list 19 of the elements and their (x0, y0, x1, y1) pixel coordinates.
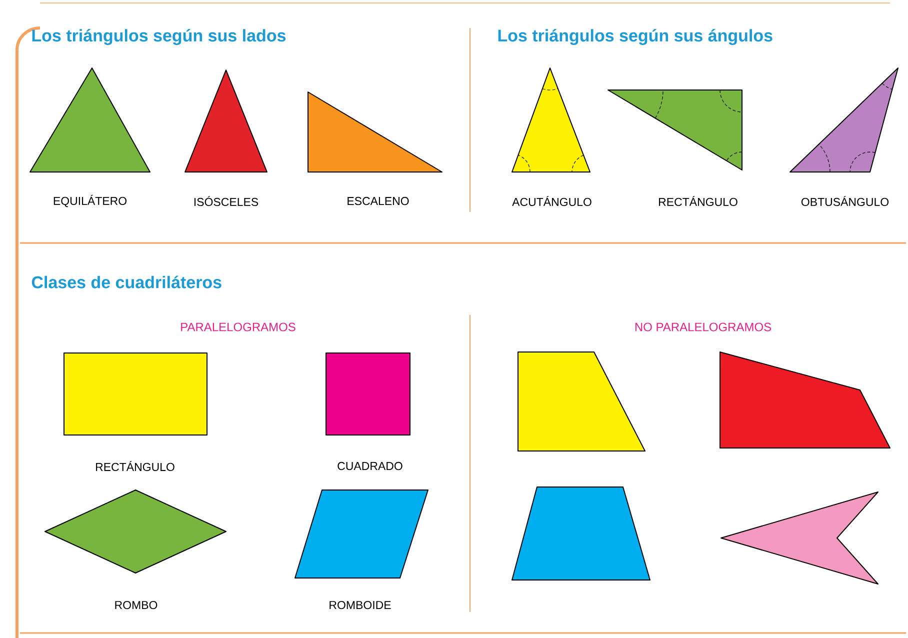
trapezoid (512, 486, 650, 580)
group-heading: PARALELOGRAMOS (181, 322, 296, 332)
shape-caption: ESCALENO (348, 196, 409, 206)
concave-quadrilateral (720, 492, 878, 584)
shape-caption: ROMBO (115, 600, 158, 610)
section-heading: Clases de cuadriláteros (32, 276, 222, 288)
shape-caption: RECTÁNGULO (659, 196, 738, 206)
group-heading: NO PARALELOGRAMOS (635, 322, 772, 332)
section-heading: Los triángulos según sus lados (32, 28, 286, 46)
shape-caption: EQUILÁTERO (54, 194, 126, 208)
trapezoid (518, 352, 646, 452)
shape-caption: ACUTÁNGULO (512, 196, 592, 206)
shape-caption: RECTÁNGULO (96, 460, 174, 472)
section-heading: Los triángulos según sus ángulos (498, 28, 772, 46)
quadrilateral (720, 352, 890, 448)
shape-caption: ROMBOIDE (330, 600, 391, 610)
shape-caption: OBTUSÁNGULO (801, 196, 889, 206)
shape-caption: CUADRADO (338, 462, 402, 470)
shape-caption: ISÓSCELES (194, 196, 258, 206)
